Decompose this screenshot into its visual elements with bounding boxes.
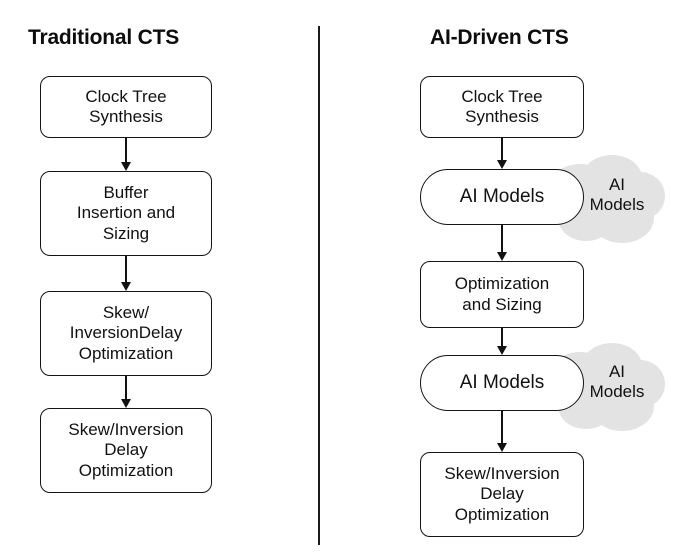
arrow-shaft — [125, 376, 127, 399]
arrow-shaft — [501, 328, 503, 346]
right-node-3-label: AI Models — [459, 371, 545, 393]
arrow-head-icon — [497, 160, 507, 169]
right-arrow-1 — [497, 225, 507, 261]
right-node-1-label: AI Models — [459, 185, 545, 207]
arrow-shaft — [501, 138, 503, 160]
right-arrow-3 — [497, 411, 507, 452]
left-arrow-0 — [121, 138, 131, 171]
left-column-title: Traditional CTS — [28, 26, 180, 49]
column-divider — [318, 26, 320, 545]
left-arrow-1 — [121, 256, 131, 291]
arrow-head-icon — [121, 162, 131, 171]
arrow-shaft — [501, 411, 503, 443]
left-arrow-2 — [121, 376, 131, 408]
arrow-head-icon — [497, 346, 507, 355]
arrow-shaft — [501, 225, 503, 252]
arrow-head-icon — [121, 282, 131, 291]
arrow-head-icon — [497, 252, 507, 261]
right-column-title: AI-Driven CTS — [430, 26, 569, 49]
right-arrow-0 — [497, 138, 507, 169]
arrow-head-icon — [121, 399, 131, 408]
right-arrow-2 — [497, 328, 507, 355]
arrow-shaft — [125, 138, 127, 162]
right-node-ai-models-2[interactable]: AI Models — [420, 355, 584, 411]
arrow-head-icon — [497, 443, 507, 452]
arrow-shaft — [125, 256, 127, 282]
right-node-ai-models-1[interactable]: AI Models — [420, 169, 584, 225]
